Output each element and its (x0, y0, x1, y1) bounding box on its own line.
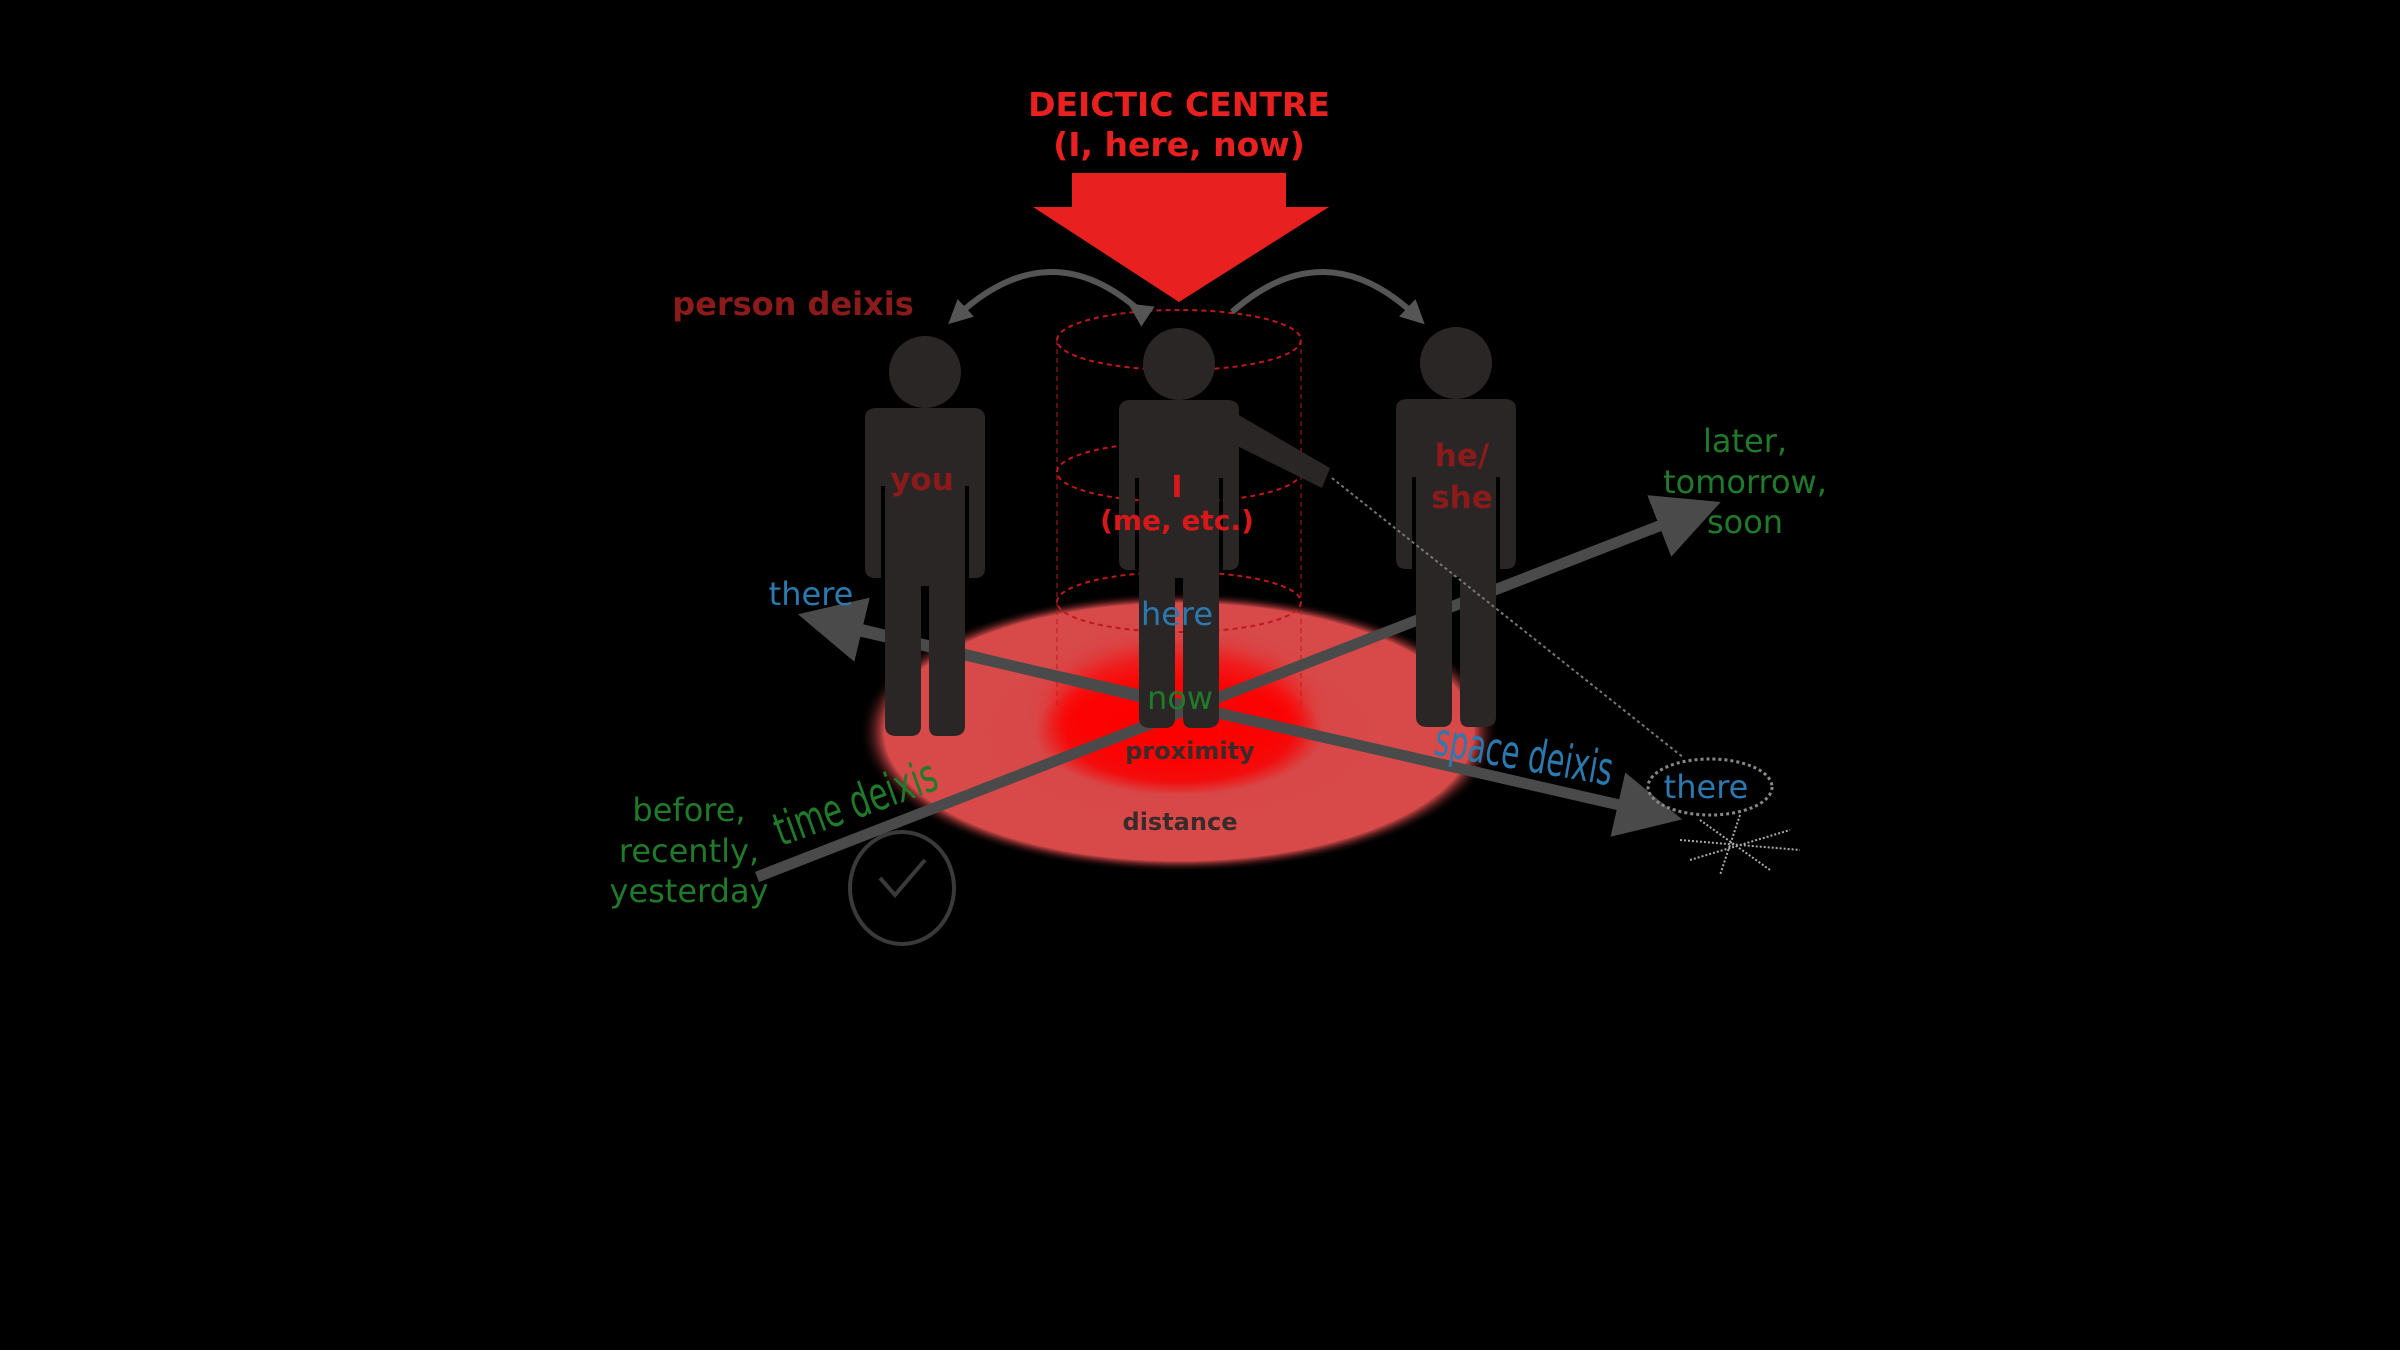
there-right-marker (1646, 757, 1774, 817)
he-label: he/ (1435, 438, 1490, 474)
here-label: here (1141, 595, 1213, 633)
arrow-to-you (948, 269, 1144, 325)
future-line3: soon (1707, 503, 1783, 541)
there-left-label: there (769, 575, 854, 613)
future-line1: later, (1703, 422, 1787, 460)
pointing-arm (1225, 410, 1330, 488)
clock-icon (848, 830, 956, 946)
past-line3: yesterday (610, 872, 769, 910)
pointing-dotted-line (1331, 477, 1685, 759)
past-line1: before, (632, 791, 745, 829)
i-label: I (1171, 470, 1182, 505)
there-right-label: there (1664, 768, 1749, 806)
you-label: you (890, 462, 954, 498)
future-line2: tomorrow, (1663, 463, 1827, 501)
person-deixis-label: person deixis (672, 285, 914, 323)
she-label: she (1431, 480, 1493, 516)
past-line2: recently, (619, 832, 759, 870)
distance-label: distance (1123, 808, 1238, 836)
deictic-centre-arrow (1033, 173, 1329, 302)
title-line2: (I, here, now) (1053, 125, 1305, 164)
proximity-label: proximity (1125, 737, 1255, 765)
arrow-to-he-she (1230, 269, 1425, 325)
i-sub-label: (me, etc.) (1100, 504, 1254, 537)
now-label: now (1147, 679, 1213, 717)
arrow-head-centre-left (1128, 303, 1155, 327)
title-line1: DEICTIC CENTRE (1028, 85, 1330, 124)
splash-icon (1679, 814, 1801, 876)
time-axis (755, 495, 1721, 883)
